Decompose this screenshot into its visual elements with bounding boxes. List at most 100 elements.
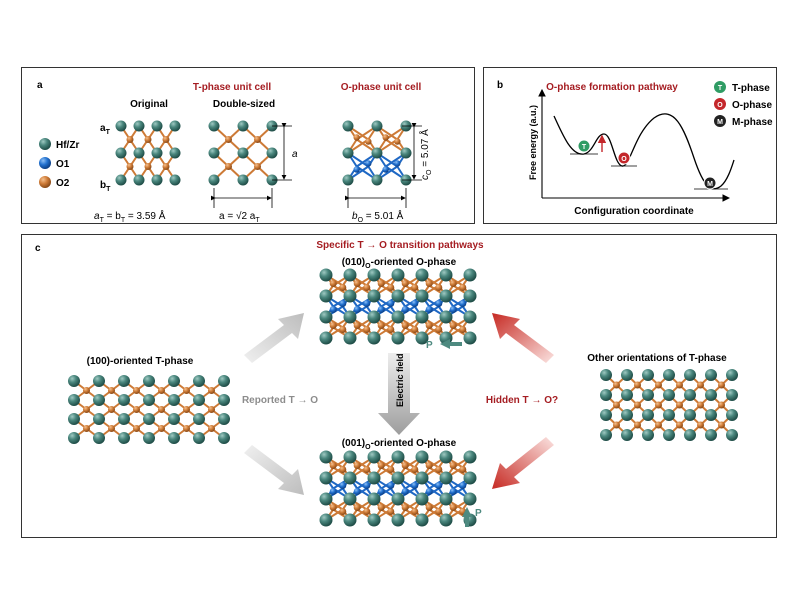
hf-zr-atom <box>343 492 357 506</box>
hf-zr-atom <box>463 450 477 464</box>
hf-zr-atom <box>151 147 163 159</box>
o2-atom <box>425 504 433 511</box>
hf-zr-atom <box>169 120 181 132</box>
o2-atom <box>449 504 457 511</box>
hf-zr-atom <box>118 413 130 425</box>
o2-atom <box>425 280 433 287</box>
hidden-arrow-up <box>492 313 554 363</box>
hf-zr-atom <box>463 289 477 303</box>
o2-atom <box>126 136 134 143</box>
o1-atom <box>329 488 337 495</box>
y-axis-label: Free energy (a.u.) <box>528 105 538 180</box>
hf-zr-atom <box>319 471 333 485</box>
hf-zr-atom <box>391 268 405 282</box>
hf-zr-atom <box>193 375 205 387</box>
hf-zr-atom <box>415 289 429 303</box>
o2-atom <box>133 406 140 413</box>
panel-a-unit-cells: a T-phase unit cell O-phase unit cell Or… <box>21 67 475 224</box>
hf-zr-atom <box>208 147 220 159</box>
original-label: Original <box>130 99 168 110</box>
hf-zr-atom <box>415 331 429 345</box>
hf-zr-atom <box>415 310 429 324</box>
hf-zr-atom <box>621 369 633 381</box>
hf-zr-atom <box>663 369 675 381</box>
o1-atom <box>449 306 457 313</box>
o2-atom <box>459 326 467 333</box>
t-marker: T <box>577 139 591 153</box>
hf-zr-atom <box>621 389 633 401</box>
o2-atom <box>363 466 371 473</box>
caption-double: a = √2 aT <box>219 210 260 224</box>
hf-zr-atom <box>600 429 612 441</box>
hf-zr-atom <box>705 409 717 421</box>
hf-zr-atom <box>621 409 633 421</box>
o2-atom <box>655 421 662 429</box>
hf-zr-atom <box>151 120 163 132</box>
hf-zr-atom <box>342 120 354 132</box>
hf-zr-atom <box>621 429 633 441</box>
hf-zr-atom <box>319 289 333 303</box>
o1-atom <box>394 160 401 167</box>
o1-atom <box>377 306 385 313</box>
o2-atom <box>83 387 90 394</box>
o2-atom <box>144 136 152 143</box>
hf-zr-atom <box>684 369 696 381</box>
legend-o-phase: O-phase <box>732 100 772 111</box>
o2-atom <box>634 401 641 409</box>
o2-atom <box>144 163 152 170</box>
p-label-bottom: P <box>475 508 482 519</box>
legend-t-phase: T-phase <box>732 83 770 94</box>
o2-atom <box>126 163 134 170</box>
o2-atom <box>108 406 115 413</box>
svg-text:O: O <box>621 156 627 163</box>
o1-atom <box>459 482 467 489</box>
hf-zr-atom <box>415 492 429 506</box>
pathway-title: O-phase formation pathway <box>546 82 678 93</box>
hf-zr-atom <box>400 147 412 159</box>
o2-atom <box>435 326 443 333</box>
panel-c-figure: c Specific T → O transition pathways (01… <box>35 240 738 527</box>
hf-zr-atom <box>115 174 127 186</box>
o2-atom <box>411 284 419 291</box>
panel-b-figure: b O-phase formation pathway Free energy … <box>497 80 773 217</box>
hf-zr-atom <box>726 409 738 421</box>
phase-legend: T T-phase O O-phase M M-phase <box>714 81 773 128</box>
hf-zr-atom <box>118 432 130 444</box>
o2-atom <box>718 421 725 429</box>
o2-atom <box>634 381 641 389</box>
o2-atom <box>83 406 90 413</box>
o1-atom <box>329 306 337 313</box>
o2-atom <box>401 280 409 287</box>
hf-zr-atom <box>684 389 696 401</box>
hf-zr-atom <box>367 310 381 324</box>
hf-zr-atom <box>93 394 105 406</box>
hidden-label: Hidden T → O? <box>486 395 558 406</box>
o1-atom <box>401 488 409 495</box>
hf-zr-atom <box>168 413 180 425</box>
reported-arrow-up <box>244 313 304 363</box>
o1-atom <box>411 482 419 489</box>
hf-zr-atom <box>93 375 105 387</box>
o1-atom <box>365 160 372 167</box>
svg-text:T: T <box>582 144 587 151</box>
atom-legend: Hf/Zr O1 O2 <box>39 138 79 189</box>
o2-atom <box>353 280 361 287</box>
original-t-cell <box>115 120 181 186</box>
o1-atom <box>353 166 360 173</box>
hf-zr-atom <box>439 513 453 527</box>
hf-zr-atom <box>367 471 381 485</box>
hf-zr-atom <box>684 429 696 441</box>
hf-zr-atom <box>343 450 357 464</box>
o1-atom <box>353 488 361 495</box>
hf-zr-atom <box>133 174 145 186</box>
hf-zr-atom <box>319 450 333 464</box>
o2-atom <box>363 508 371 515</box>
o-phase-title: O-phase unit cell <box>341 82 422 93</box>
electric-field-label: Electric field <box>395 353 405 407</box>
o1-atom <box>425 488 433 495</box>
o2-atom <box>353 504 361 511</box>
panel-c-transition-pathways: c Specific T → O transition pathways (01… <box>21 234 777 538</box>
hf-zr-atom <box>218 375 230 387</box>
hf-zr-atom <box>371 174 383 186</box>
hf-zr-atom <box>439 492 453 506</box>
